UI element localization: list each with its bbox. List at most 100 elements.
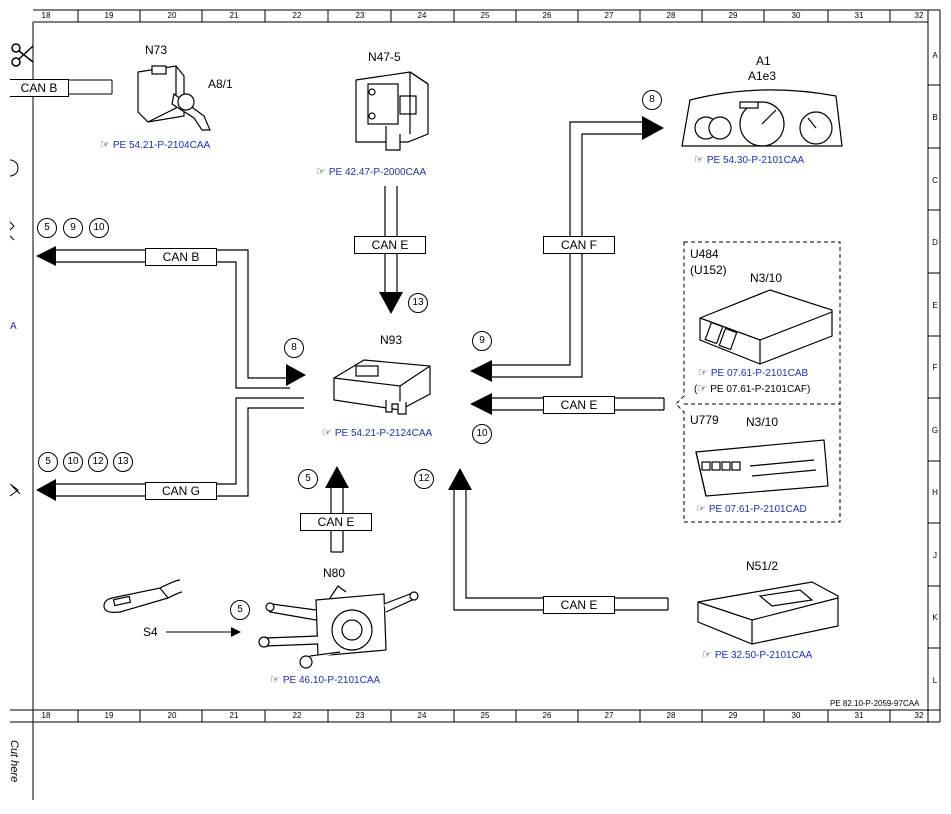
n73-ignition-switch-drawing (137, 65, 211, 131)
label-n3-10-b: N3/10 (746, 415, 779, 429)
ref-n3-10-caf-text: PE 07.61-P-2101CAF) (710, 384, 811, 395)
ruler-col-bottom: 25 (480, 711, 490, 720)
ruler-col: 24 (417, 11, 427, 20)
circle-ref-5: 5 (38, 452, 58, 472)
edge-fragment-ref: A (10, 321, 17, 332)
pointing-hand-icon: ☞ (694, 154, 704, 166)
ref-a1[interactable]: ☞PE 54.30-P-2101CAA (694, 155, 804, 166)
pointing-hand-icon: ☞ (696, 503, 706, 515)
n3-10-ecu-u484-drawing (699, 289, 833, 365)
scissors-icon (11, 43, 34, 67)
ref-n51-2[interactable]: ☞PE 32.50-P-2101CAA (702, 650, 812, 661)
cut-here-label: Cut here (8, 740, 20, 783)
ref-n73[interactable]: ☞PE 54.21-P-2104CAA (100, 140, 210, 151)
n93-gateway-drawing (333, 359, 431, 415)
ruler-col-bottom: 22 (292, 711, 302, 720)
ruler-col: 30 (791, 11, 801, 20)
ref-n93-text: PE 54.21-P-2124CAA (334, 428, 433, 439)
can-f-label: CAN F (543, 236, 615, 254)
ruler-row: A (932, 51, 938, 60)
ruler-col: 22 (292, 11, 302, 20)
ref-n3-10-cab[interactable]: ☞PE 07.61-P-2101CAB (698, 368, 808, 379)
ruler-row: E (932, 301, 938, 310)
ref-a1-text: PE 54.30-P-2101CAA (706, 155, 805, 166)
ruler-row: J (933, 551, 937, 560)
ruler-col-bottom: 21 (229, 711, 239, 720)
a1-instrument-cluster-drawing (681, 89, 843, 147)
ruler-row: D (932, 238, 938, 247)
ruler-row: H (932, 488, 938, 497)
can-e-n80-arrow-up (325, 466, 349, 488)
label-a1e3: A1e3 (748, 69, 777, 83)
circle-ref-5: 5 (298, 469, 318, 489)
ruler-col-bottom: 26 (542, 711, 552, 720)
s4-combination-switch-drawing (103, 579, 183, 613)
pointing-hand-icon: ☞ (322, 427, 332, 439)
n3-10-ecu-u779-drawing (695, 439, 829, 497)
pointing-hand-icon: ☞ (702, 649, 712, 661)
label-s4: S4 (143, 625, 158, 639)
circle-ref-13: 13 (408, 293, 428, 313)
ruler-col-bottom: 23 (355, 711, 365, 720)
ruler-col-bottom: 29 (728, 711, 738, 720)
can-g-label: CAN G (145, 482, 217, 500)
can-b-top-label: CAN B (10, 79, 69, 97)
ref-n73-text: PE 54.21-P-2104CAA (112, 140, 211, 151)
ruler-row: C (932, 176, 938, 185)
ruler-col: 29 (728, 11, 738, 20)
pointing-hand-icon: ☞ (697, 383, 708, 395)
label-u152: (U152) (690, 263, 727, 277)
circle-ref-13: 13 (113, 452, 133, 472)
can-e-n51-label: CAN E (543, 596, 615, 614)
ruler-col: 25 (480, 11, 490, 20)
circle-ref-5: 5 (230, 600, 250, 620)
ruler-col-bottom: 32 (914, 711, 924, 720)
ruler-col: 20 (167, 11, 177, 20)
circle-ref-9: 9 (472, 331, 492, 351)
circle-ref-9: 9 (63, 218, 83, 238)
can-e-n47-label: CAN E (354, 236, 426, 254)
can-b-arrow-in (286, 364, 306, 386)
pointing-hand-icon: ☞ (270, 674, 280, 686)
can-f-arrow-left (470, 360, 492, 382)
ref-n80-text: PE 46.10-P-2101CAA (282, 675, 381, 686)
can-e-ecu-label: CAN E (543, 396, 615, 414)
ruler-col: 21 (229, 11, 239, 20)
can-b-label: CAN B (145, 248, 217, 266)
circle-ref-12: 12 (88, 452, 108, 472)
ref-n3-10-cad[interactable]: ☞PE 07.61-P-2101CAD (696, 504, 807, 515)
n47-5-esp-unit-drawing (355, 71, 429, 151)
can-e-ecu-arrow-left (470, 393, 492, 415)
label-u484: U484 (690, 247, 719, 261)
ref-n47-5-text: PE 42.47-P-2000CAA (328, 167, 427, 178)
ecu-variants-box (675, 241, 841, 523)
drawing-frame (10, 9, 941, 800)
pointing-hand-icon: ☞ (100, 139, 110, 151)
label-n51-2: N51/2 (746, 559, 779, 573)
ref-n47-5[interactable]: ☞PE 42.47-P-2000CAA (316, 167, 426, 178)
circle-ref-8: 8 (284, 338, 304, 358)
ref-n3-10-caf[interactable]: (☞PE 07.61-P-2101CAF) (694, 384, 810, 395)
ref-n80[interactable]: ☞PE 46.10-P-2101CAA (270, 675, 380, 686)
can-e-n51-arrow-up (448, 468, 472, 490)
label-n47-5: N47-5 (368, 50, 401, 64)
pointing-hand-icon: ☞ (316, 166, 326, 178)
ruler-col: 19 (104, 11, 114, 20)
ruler-col: 31 (854, 11, 864, 20)
ruler-col: 27 (604, 11, 614, 20)
can-e-n51-line (453, 487, 669, 611)
ruler-col: 18 (41, 11, 51, 20)
ref-n51-2-text: PE 32.50-P-2101CAA (714, 650, 813, 661)
ruler-col-bottom: 27 (604, 711, 614, 720)
edge-fragment-icons (9, 159, 21, 497)
ruler-col-bottom: 20 (167, 711, 177, 720)
can-e-n80-label: CAN E (300, 513, 372, 531)
can-e-n47-arrow-down (379, 292, 403, 314)
ruler-col-bottom: 18 (41, 711, 51, 720)
can-g-arrow-left (36, 479, 56, 501)
ref-n93[interactable]: ☞PE 54.21-P-2124CAA (322, 428, 432, 439)
can-b-arrow-left (36, 246, 56, 266)
circle-ref-10: 10 (89, 218, 109, 238)
ruler-col: 23 (355, 11, 365, 20)
